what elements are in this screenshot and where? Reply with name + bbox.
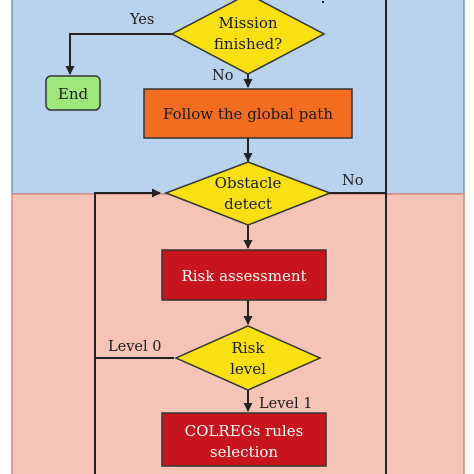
obstacle-label-line2: detect [224,195,272,213]
obstacle-diamond-shape [163,161,333,226]
edge-label-no-mission: No [212,68,233,84]
follow-box-shape [143,88,353,139]
risk-level-label-line2: level [230,360,266,378]
decision-obstacle-detect: Obstacle detect [163,161,333,226]
process-colregs-selection: COLREGs rules selection [161,412,327,467]
process-risk-assessment: Risk assessment [161,249,327,301]
edge-yes-to-end [65,33,174,75]
colregs-box-shape [161,412,327,467]
mission-label-line1: Mission [218,14,277,32]
connector-lines [65,0,387,474]
process-follow-global-path: Follow the global path [143,88,353,139]
follow-label: Follow the global path [163,105,333,123]
colregs-label-line1: COLREGs rules [185,422,304,440]
terminal-end: End [45,75,101,111]
risk-level-diamond-shape [174,325,322,391]
obstacle-label-line1: Obstacle [215,174,282,192]
end-label: End [58,85,89,103]
edge-label-level0: Level 0 [108,339,161,355]
edge-level0-loop [94,188,174,359]
risk-assessment-label: Risk assessment [181,267,306,285]
colregs-label-line2: selection [210,443,279,461]
risk-assessment-box-shape [161,249,327,301]
decision-risk-level: Risk level [174,325,322,391]
mission-label-line2: finished? [214,35,282,53]
edge-label-no-obstacle: No [342,173,363,189]
decision-mission-finished: Mission finished? [170,0,326,75]
edge-label-level1: Level 1 [259,396,312,412]
end-box-shape [45,75,101,111]
risk-level-label-line1: Risk [232,339,266,357]
mission-diamond-shape [170,0,326,75]
edge-label-yes: Yes [129,12,154,28]
